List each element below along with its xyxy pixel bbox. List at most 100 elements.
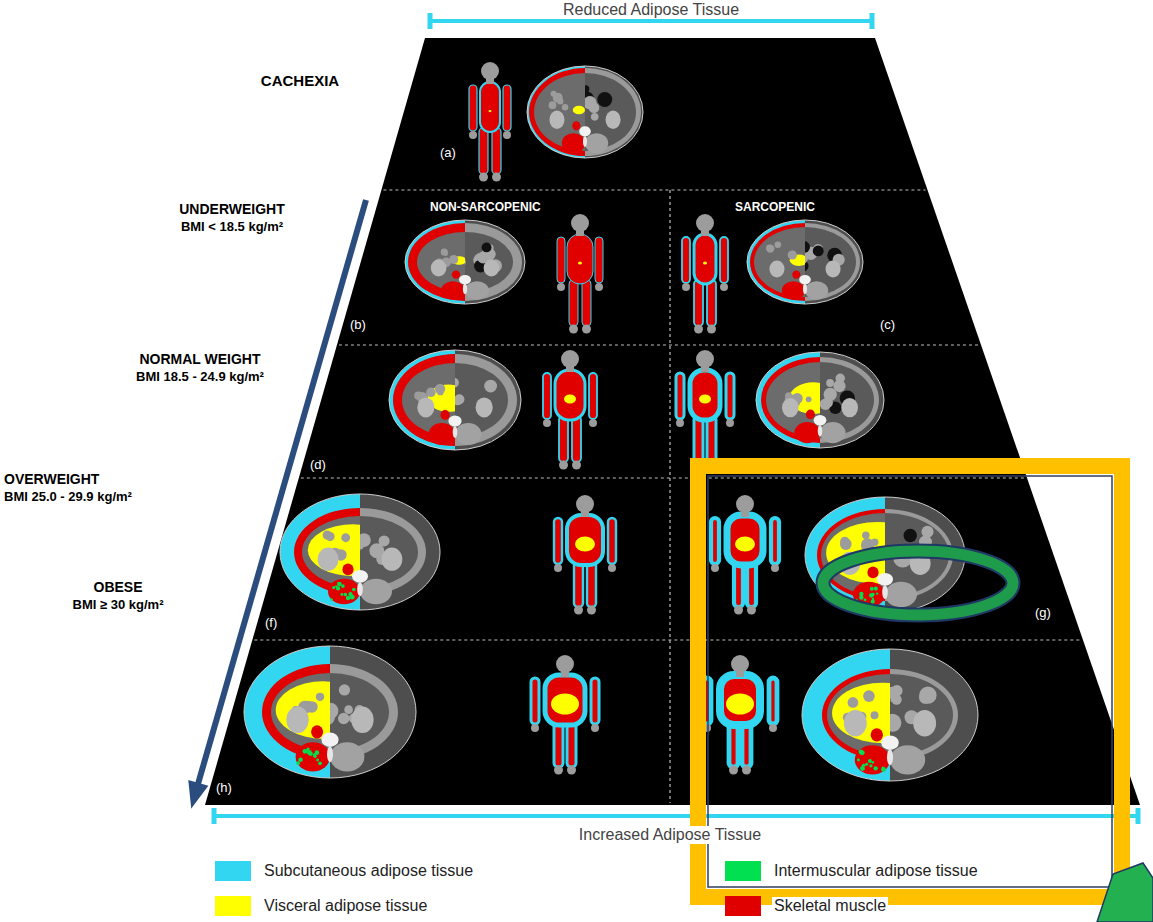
image-panel: NON-SARCOPENIC(b) [350,195,665,337]
bowel-loop [766,244,774,252]
figure-hand [769,724,777,732]
bowel-loop [836,374,845,383]
bowel-loop [891,685,902,696]
kidney [826,261,841,278]
figure-foot [734,606,743,615]
image-panel: SARCOPENIC(c) [675,195,915,337]
figure-foot [572,461,581,470]
bowel-loop [449,255,458,264]
panel-letter: (a) [440,145,456,161]
intermuscular-fat [352,588,356,592]
figure-head [576,495,594,513]
intermuscular-fat [307,748,310,751]
figure-arm [591,678,599,724]
psoas-muscle [871,728,883,741]
figure-hand [589,419,597,427]
bowel-loop [316,693,324,701]
ct-muscle-wall [529,68,641,156]
ct-scan [802,649,978,781]
intermuscular-fat [868,759,872,763]
figure-head [571,214,589,232]
figure-visceral-fat [489,110,492,112]
intermuscular-fat [872,593,875,596]
bowel-loop [341,533,350,542]
figure-arm [543,373,551,419]
intermuscular-fat [862,764,865,767]
body-figure [543,350,597,470]
intermuscular-fat [298,757,303,762]
intermuscular-fat [881,767,886,772]
panel-letter: (d) [310,457,326,473]
figure-arm [503,85,511,131]
intermuscular-fat [871,600,875,604]
subcutaneous-fat [244,646,330,778]
intermuscular-fat [870,587,874,591]
back-muscle [805,281,828,299]
figure-torso [694,234,716,284]
figure-torso [720,675,760,725]
intermuscular-fat [318,761,322,765]
figure-arm [469,85,477,131]
panel-letter: (f) [265,615,277,631]
intermuscular-fat [859,750,864,755]
ct-segmentation [756,352,820,448]
bowel-loop [921,526,933,538]
figure-foot [587,606,596,615]
figure-head [736,495,754,513]
back-muscle [794,422,820,443]
figure-head [731,655,749,673]
subcutaneous-fat [389,350,455,450]
back-muscle [330,742,364,771]
intermuscular-fat [864,598,867,601]
figure-leg [559,416,568,462]
intermuscular-fat [337,582,342,587]
figure-foot [567,766,576,775]
ct-fat [244,646,416,778]
body-figure [703,655,777,775]
ct-fat [756,352,884,448]
ct-muscle-wall [408,223,522,301]
back-muscle [782,281,805,299]
ct-abdomen [534,73,636,151]
bowel-loop [774,241,781,248]
column-heading: NON-SARCOPENIC [430,199,541,215]
body-figure [676,350,734,470]
figure-foot [707,325,716,334]
figure-torso [727,515,763,565]
figure-leg [707,280,716,326]
figure-hand [503,131,511,139]
legend-swatch [725,896,761,916]
bowel-loop [338,713,349,724]
ct-abdomen [302,516,418,588]
vertebra [799,275,811,284]
intermuscular-fat [316,759,319,762]
vertebra [877,573,893,586]
bowel-loop [840,537,849,546]
psoas-muscle [311,725,323,738]
figure-hand [595,283,603,291]
figure-foot [569,325,578,334]
ct-abdomen [827,674,953,756]
figure-arm [769,678,777,724]
ct-muscle-wall [822,669,958,761]
figure-leg [587,561,596,607]
figure-arm [726,373,734,419]
bowel-loop [822,397,833,408]
ct-segmentation [389,350,455,450]
psoas-muscle [440,410,449,420]
bowel-loop [788,250,797,259]
legend-swatch [725,861,761,881]
back-muscle [855,745,890,774]
back-muscle [455,423,481,445]
psoas-muscle [792,270,800,278]
back-muscle [328,579,360,605]
intermuscular-fat [874,586,878,590]
figure-hand [711,564,719,572]
kidney [431,260,447,277]
intermuscular-fat [348,592,352,596]
ct-abdomen [402,363,508,437]
intermuscular-fat [873,766,877,770]
image-panel: (a) [435,45,495,165]
spinous-process [327,746,333,762]
legend-label: Intermuscular adipose tissue [772,862,980,880]
